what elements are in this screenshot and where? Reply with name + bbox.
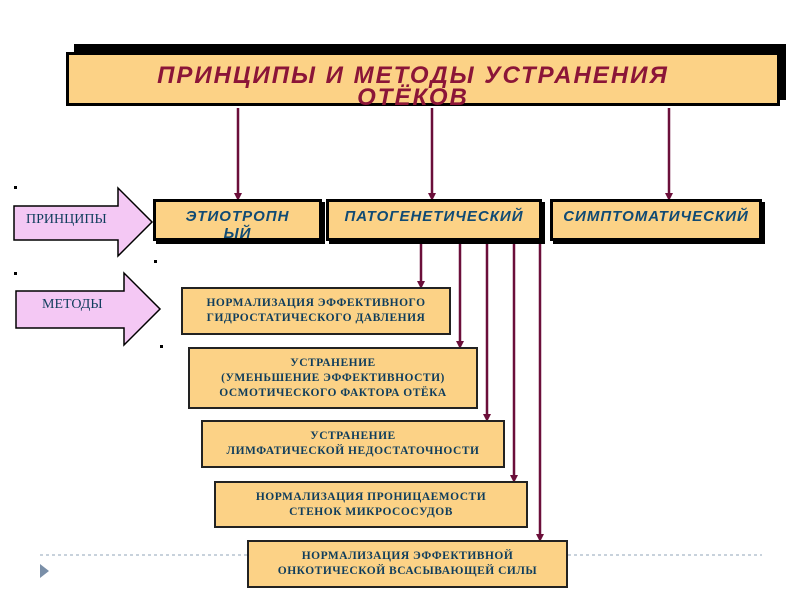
method-hydrostatic: НОРМАЛИЗАЦИЯ ЭФФЕКТИВНОГО ГИДРОСТАТИЧЕСК…	[181, 287, 451, 335]
bullet-dot	[14, 186, 17, 189]
bullet-dot	[14, 272, 17, 275]
diagram-title: ПРИНЦИПЫ И МЕТОДЫ УСТРАНЕНИЯ ОТЁКОВ	[66, 52, 780, 110]
principle-pathogenetic: ПАТОГЕНЕТИЧЕСКИЙ	[326, 199, 542, 241]
method-lymphatic: УСТРАНЕНИЕ ЛИМФАТИЧЕСКОЙ НЕДОСТАТОЧНОСТИ	[201, 420, 505, 468]
methods-label: МЕТОДЫ	[42, 297, 103, 312]
principle-etiotropic: ЭТИОТРОПНЫЙ	[153, 199, 322, 242]
bullet-dot	[154, 260, 157, 263]
bullet-dot	[160, 345, 163, 348]
principles-label: ПРИНЦИПЫ	[26, 212, 107, 227]
method-hydrostatic-text: НОРМАЛИЗАЦИЯ ЭФФЕКТИВНОГО ГИДРОСТАТИЧЕСК…	[206, 297, 426, 324]
method-osmotic-text: УСТРАНЕНИЕ (УМЕНЬШЕНИЕ ЭФФЕКТИВНОСТИ) ОС…	[219, 356, 447, 399]
slide-nav-triangle-icon	[40, 564, 49, 578]
method-permeability: НОРМАЛИЗАЦИЯ ПРОНИЦАЕМОСТИ СТЕНОК МИКРОС…	[214, 481, 528, 528]
methods-block-arrow	[15, 271, 162, 347]
method-oncotic-text: НОРМАЛИЗАЦИЯ ЭФФЕКТИВНОЙ ОНКОТИЧЕСКОЙ ВС…	[277, 550, 538, 577]
method-osmotic: УСТРАНЕНИЕ (УМЕНЬШЕНИЕ ЭФФЕКТИВНОСТИ) ОС…	[188, 347, 478, 409]
principle-symptomatic: СИМПТОМАТИЧЕСКИЙ	[550, 199, 762, 241]
method-oncotic: НОРМАЛИЗАЦИЯ ЭФФЕКТИВНОЙ ОНКОТИЧЕСКОЙ ВС…	[247, 540, 568, 588]
method-permeability-text: НОРМАЛИЗАЦИЯ ПРОНИЦАЕМОСТИ СТЕНОК МИКРОС…	[255, 490, 487, 518]
method-lymphatic-text: УСТРАНЕНИЕ ЛИМФАТИЧЕСКОЙ НЕДОСТАТОЧНОСТИ	[226, 430, 480, 457]
principles-block-arrow	[13, 186, 154, 258]
